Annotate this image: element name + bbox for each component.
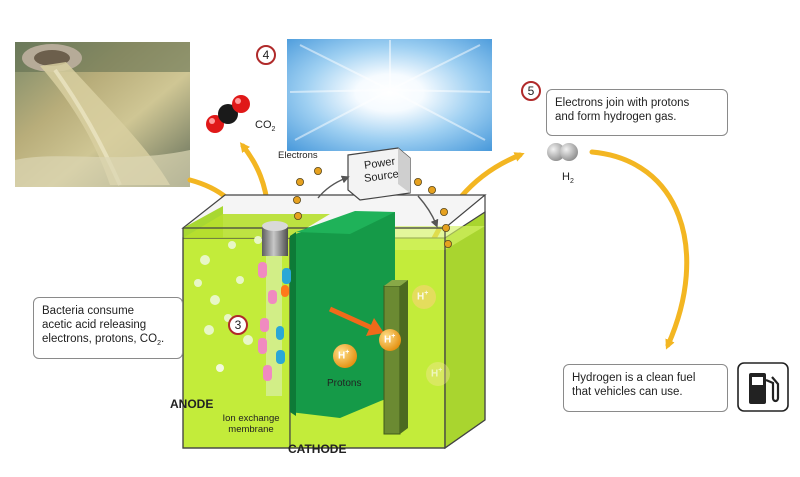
clean-fuel-line1: Hydrogen is a clean fuel xyxy=(572,372,696,384)
h-plus-sup-2: + xyxy=(391,333,396,340)
ion-membrane-line1: Ion exchange xyxy=(222,413,280,424)
h-plus-label-2: H+ xyxy=(384,333,395,345)
bacteria-callout-line3-end: . xyxy=(160,333,165,345)
ion-membrane-line2: membrane xyxy=(228,424,274,435)
step-3-marker: 3 xyxy=(228,315,248,335)
bacteria-callout-line2: acetic acid releasing xyxy=(42,319,147,331)
cathode-electrode xyxy=(383,280,408,435)
bacteria-callout-line3-text: electrons, protons, CO xyxy=(42,333,158,345)
h-plus-text-4: H xyxy=(431,368,439,380)
h-plus-text-2: H xyxy=(384,334,392,346)
clean-fuel-callout: Hydrogen is a clean fuel that vehicles c… xyxy=(563,364,728,412)
step-5-marker: 5 xyxy=(521,81,541,101)
h-plus-sup-3: + xyxy=(424,290,429,297)
h-plus-label-4: H+ xyxy=(431,367,442,379)
step-4-marker: 4 xyxy=(256,45,276,65)
ion-membrane-label: Ion exchange membrane xyxy=(212,413,290,435)
co2-label: CO2 xyxy=(255,119,276,133)
wastewater-photo xyxy=(15,42,190,187)
cathode-label: CATHODE xyxy=(288,442,347,456)
h2-label: H2 xyxy=(562,171,574,185)
co2-subscript: 2 xyxy=(271,126,276,133)
power-source-box xyxy=(347,147,411,201)
anode-label: ANODE xyxy=(170,397,214,411)
h-plus-sup-4: + xyxy=(438,367,443,374)
h-plus-sup-1: + xyxy=(345,349,350,356)
electron-dots xyxy=(292,166,452,248)
bacteria-callout-co2-sub: 2 xyxy=(157,340,161,347)
h2-subscript: 2 xyxy=(569,178,574,185)
bacteria-callout-line1: Bacteria consume xyxy=(42,305,135,317)
h2-text: H xyxy=(562,171,570,183)
h2-molecule-icon xyxy=(547,143,578,161)
bacteria-cells xyxy=(258,262,291,381)
co2-text: CO xyxy=(255,119,272,131)
electrons-label: Electrons xyxy=(278,150,318,161)
electrons-join-line1: Electrons join with protons xyxy=(555,97,690,109)
proton-flow-arrow xyxy=(328,306,384,336)
h-plus-ion xyxy=(333,285,450,386)
electrons-join-line2: and form hydrogen gas. xyxy=(555,111,677,123)
h-plus-label-3: H+ xyxy=(417,290,428,302)
fuel-pump-icon xyxy=(737,362,789,412)
bacteria-callout: Bacteria consume acetic acid releasing e… xyxy=(33,297,183,359)
h-plus-text-3: H xyxy=(417,291,425,303)
sun-photo xyxy=(287,39,492,151)
clean-fuel-line2: that vehicles can use. xyxy=(572,386,683,398)
co2-molecule-icon xyxy=(206,95,250,133)
h-plus-text-1: H xyxy=(338,350,346,362)
bacteria-callout-line3: electrons, protons, CO2. xyxy=(42,332,174,348)
electrons-join-callout: Electrons join with protons and form hyd… xyxy=(546,89,728,136)
h-plus-label-1: H+ xyxy=(338,349,349,361)
protons-label: Protons xyxy=(327,378,362,389)
electron-path xyxy=(317,175,439,228)
